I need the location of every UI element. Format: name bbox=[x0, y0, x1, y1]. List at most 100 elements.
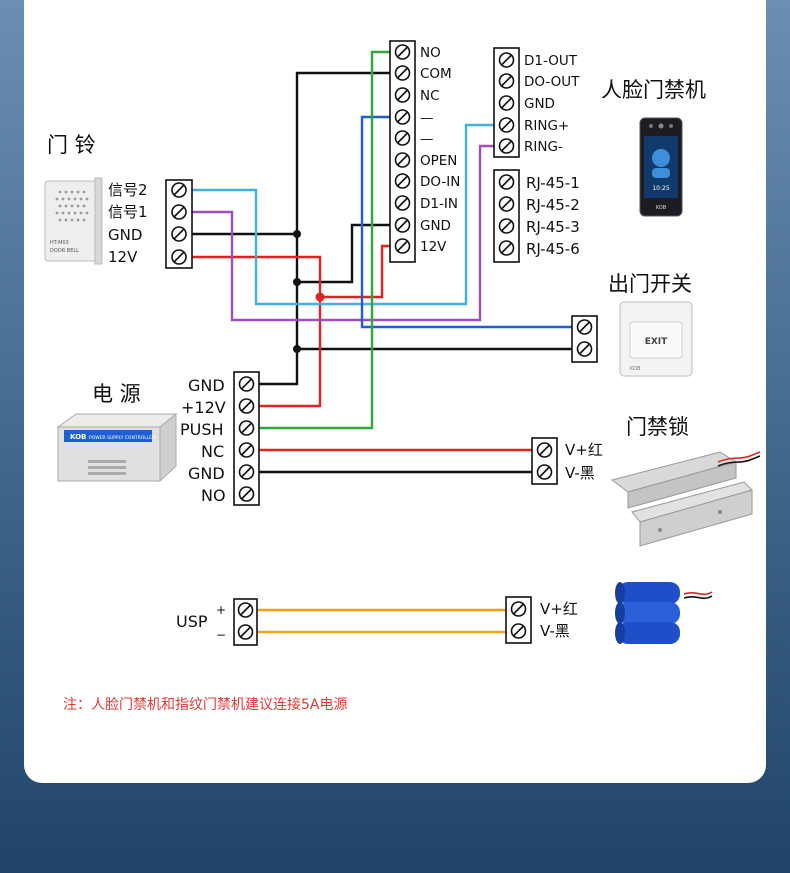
terminal-label: NO bbox=[201, 486, 226, 505]
screw-terminal bbox=[498, 240, 515, 256]
exit-switch-terminal bbox=[571, 315, 598, 363]
usp-minus: − bbox=[216, 628, 226, 642]
terminal-label: 信号2 bbox=[108, 181, 148, 199]
terminal-label: V-黑 bbox=[540, 622, 570, 640]
screw-terminal bbox=[394, 152, 411, 168]
wiegand-terminal-block: D1-OUT DO-OUT GND RING+ RING- bbox=[493, 47, 580, 158]
terminal-label: PUSH bbox=[180, 420, 224, 439]
face-terminal-image: 10:25 KOB bbox=[639, 117, 683, 217]
lock-image bbox=[610, 451, 761, 547]
screw-terminal bbox=[498, 52, 515, 68]
screw-terminal bbox=[238, 376, 255, 392]
screw-terminal bbox=[536, 442, 553, 458]
terminal-label: V+红 bbox=[540, 600, 578, 618]
screw-terminal bbox=[237, 602, 254, 618]
rj45-terminal-block: RJ-45-1 RJ-45-2 RJ-45-3 RJ-45-6 bbox=[493, 169, 580, 263]
face-title: 人脸门禁机 bbox=[601, 78, 706, 102]
relay-terminal-block: NO COM NC — — OPEN DO-IN D1-IN GND 12V bbox=[389, 40, 460, 263]
power-title: 电 源 bbox=[92, 382, 141, 406]
screw-terminal bbox=[171, 226, 187, 242]
terminal-label: GND bbox=[420, 218, 451, 234]
terminal-label: — bbox=[420, 131, 434, 147]
terminal-label: NC bbox=[420, 88, 440, 104]
terminal-label: RJ-45-6 bbox=[526, 240, 580, 258]
terminal-label: D1-IN bbox=[420, 196, 458, 212]
terminal-label: NO bbox=[420, 45, 441, 61]
doorbell-brand: DOOR BELL bbox=[50, 248, 79, 254]
face-terminal: 人脸门禁机 10:25 KOB bbox=[601, 78, 706, 217]
screw-terminal bbox=[238, 486, 255, 502]
junction-dot bbox=[293, 230, 301, 238]
terminal-label: 12V bbox=[108, 248, 138, 266]
wire-green-push bbox=[246, 50, 402, 430]
power-terminal-labels: GND +12V PUSH NC GND NO bbox=[180, 376, 226, 505]
screw-terminal bbox=[394, 109, 411, 125]
terminal-label: +12V bbox=[181, 398, 226, 417]
power-terminal-block bbox=[233, 371, 260, 506]
lock-title: 门禁锁 bbox=[626, 415, 689, 439]
screw-terminal bbox=[171, 182, 187, 198]
screw-terminal bbox=[498, 73, 515, 89]
screw-terminal bbox=[576, 341, 593, 357]
screw-terminal bbox=[394, 238, 411, 254]
exit-button-image: EXIT KOB bbox=[619, 301, 693, 377]
terminal-label: V-黑 bbox=[565, 464, 595, 482]
wire-purple-ring bbox=[192, 144, 505, 322]
exit-button-text: EXIT bbox=[645, 337, 668, 347]
wire-black-relay-gnd bbox=[297, 223, 402, 284]
terminal-label: V+红 bbox=[565, 441, 603, 459]
screw-terminal bbox=[394, 87, 411, 103]
terminal-label: GND bbox=[524, 96, 555, 112]
terminal-label: 信号1 bbox=[108, 203, 148, 221]
face-brand: KOB bbox=[656, 205, 667, 211]
screw-terminal bbox=[498, 138, 515, 154]
screw-terminal bbox=[394, 130, 411, 146]
screw-terminal bbox=[498, 196, 515, 212]
junction-dot bbox=[315, 292, 325, 302]
doorbell-title: 门 铃 bbox=[47, 133, 96, 157]
exit-button-brand: KOB bbox=[630, 366, 641, 372]
usp-terminal-block bbox=[233, 598, 258, 646]
screw-terminal bbox=[498, 95, 515, 111]
screw-terminal bbox=[498, 117, 515, 133]
screw-terminal bbox=[238, 420, 255, 436]
exit-title: 出门开关 bbox=[608, 272, 692, 296]
screw-terminal bbox=[510, 601, 527, 617]
doorbell-terminal-block bbox=[165, 179, 193, 269]
doorbell: 门 铃 HT-M03 DOOR BELL 信号2 信号1 GND 12V bbox=[44, 133, 193, 269]
usp-label: USP bbox=[176, 612, 208, 631]
terminal-label: D1-OUT bbox=[524, 53, 578, 69]
doorbell-grille bbox=[55, 190, 89, 222]
screw-terminal bbox=[394, 195, 411, 211]
terminal-label: GND bbox=[188, 376, 225, 395]
terminal-label: RING+ bbox=[524, 118, 569, 134]
junction-dot bbox=[293, 345, 301, 353]
terminal-label: RJ-45-3 bbox=[526, 218, 580, 236]
battery-terminal-block bbox=[505, 596, 532, 644]
door-lock: 门禁锁 V+红 V-黑 bbox=[531, 415, 761, 547]
terminal-label: RJ-45-1 bbox=[526, 174, 580, 192]
wires bbox=[192, 50, 584, 634]
terminal-label: DO-OUT bbox=[524, 74, 580, 90]
screw-terminal bbox=[237, 624, 254, 640]
screw-terminal bbox=[394, 65, 411, 81]
power-supply-image: KOB POWER SUPPLY CONTROLLER bbox=[56, 412, 178, 483]
lock-terminal-block bbox=[531, 437, 558, 485]
junction-dot bbox=[293, 278, 301, 286]
terminal-label: — bbox=[420, 110, 434, 126]
terminal-label: NC bbox=[201, 442, 224, 461]
screw-terminal bbox=[510, 623, 527, 639]
screw-terminal bbox=[171, 204, 187, 220]
relay-terminal-labels: NO COM NC — — OPEN DO-IN D1-IN GND 12V bbox=[420, 45, 460, 255]
usp-backup: USP + − V+红 V-黑 bbox=[176, 582, 713, 646]
screw-terminal bbox=[536, 464, 553, 480]
screw-terminal bbox=[498, 218, 515, 234]
terminal-label: GND bbox=[108, 226, 142, 244]
screw-terminal bbox=[171, 249, 187, 265]
terminal-label: RING- bbox=[524, 139, 563, 155]
terminal-label: COM bbox=[420, 66, 452, 82]
usp-plus: + bbox=[216, 603, 226, 617]
terminal-label: OPEN bbox=[420, 153, 457, 169]
wire-blue-exit bbox=[360, 115, 584, 329]
screw-terminal bbox=[394, 217, 411, 233]
